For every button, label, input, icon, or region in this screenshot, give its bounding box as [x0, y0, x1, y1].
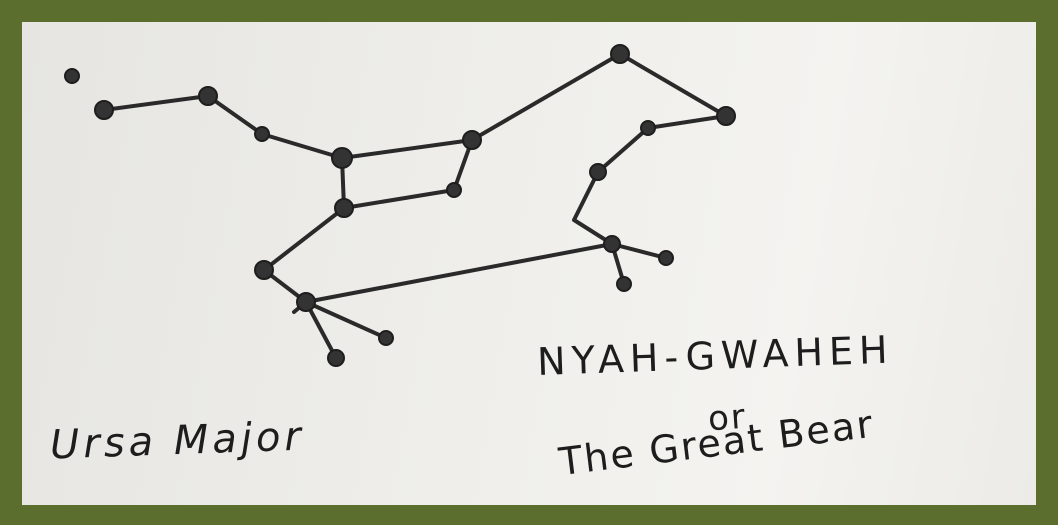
constellation-name-label: Ursa Major: [49, 414, 305, 469]
belly-line: [306, 244, 612, 302]
tail-line: [104, 96, 342, 158]
star-dot: [641, 121, 655, 135]
star-dot: [65, 69, 79, 83]
star-dot: [659, 251, 673, 265]
back-leg-line: [264, 208, 344, 302]
constellation-lines: [104, 54, 726, 358]
star-dot: [199, 87, 217, 105]
neck-line: [472, 54, 726, 140]
star-dot: [717, 107, 735, 125]
star-dot: [255, 127, 269, 141]
star-dot: [255, 261, 273, 279]
star-dot: [611, 45, 629, 63]
star-dot: [590, 164, 606, 180]
paper-sheet: Ursa Major NYAH-GWAHEH or The Great Bear: [22, 22, 1036, 505]
star-dot: [335, 199, 353, 217]
star-dot: [463, 131, 481, 149]
star-dot: [379, 331, 393, 345]
constellation-stars: [65, 45, 735, 366]
star-dot: [328, 350, 344, 366]
star-dot: [332, 148, 352, 168]
star-dot: [604, 236, 620, 252]
star-dot: [447, 183, 461, 197]
star-dot: [297, 293, 315, 311]
star-dot: [95, 101, 113, 119]
star-dot: [617, 277, 631, 291]
